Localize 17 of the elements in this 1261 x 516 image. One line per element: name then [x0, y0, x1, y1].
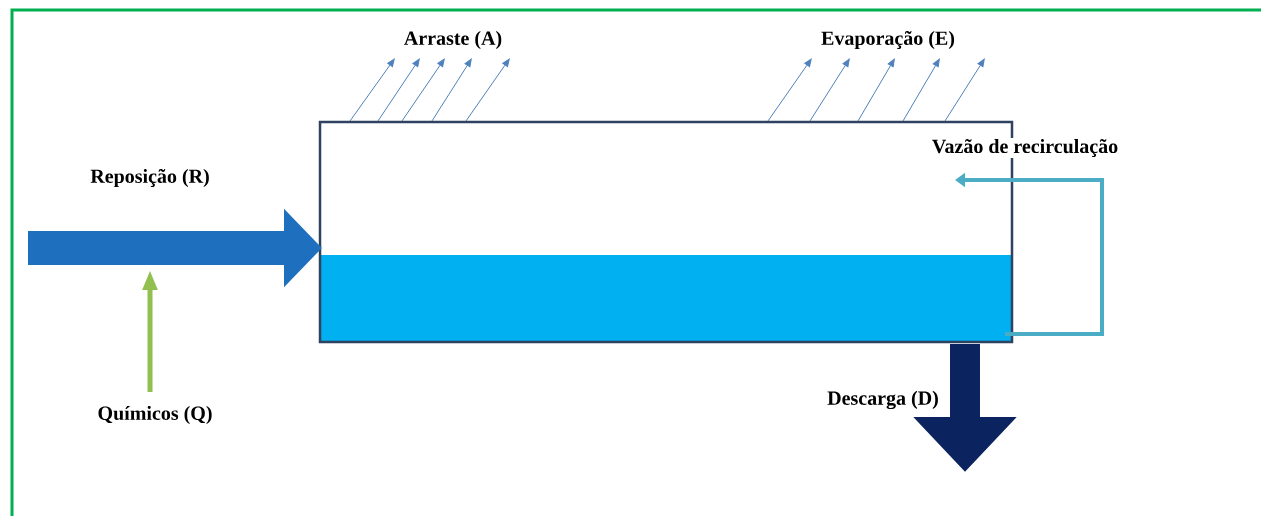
arrow	[465, 58, 510, 122]
arrow	[902, 58, 940, 122]
arrow	[809, 58, 850, 122]
arrow	[377, 58, 420, 122]
arrow	[944, 58, 985, 122]
flow-label: Evaporação (E)	[821, 30, 955, 50]
flow-label: Arraste (A)	[404, 30, 502, 50]
edge-label: Descarga (D)	[826, 389, 940, 411]
edge-label: Vazão de recirculação	[930, 137, 1120, 158]
flow-label: Químicos (Q)	[98, 405, 212, 425]
arrow	[767, 58, 812, 122]
tank	[318, 120, 1014, 344]
arrow	[431, 58, 472, 122]
arrow	[349, 58, 395, 122]
arrow	[857, 58, 895, 122]
edge-label: Reposição (R)	[89, 167, 211, 189]
arrow	[401, 58, 445, 122]
